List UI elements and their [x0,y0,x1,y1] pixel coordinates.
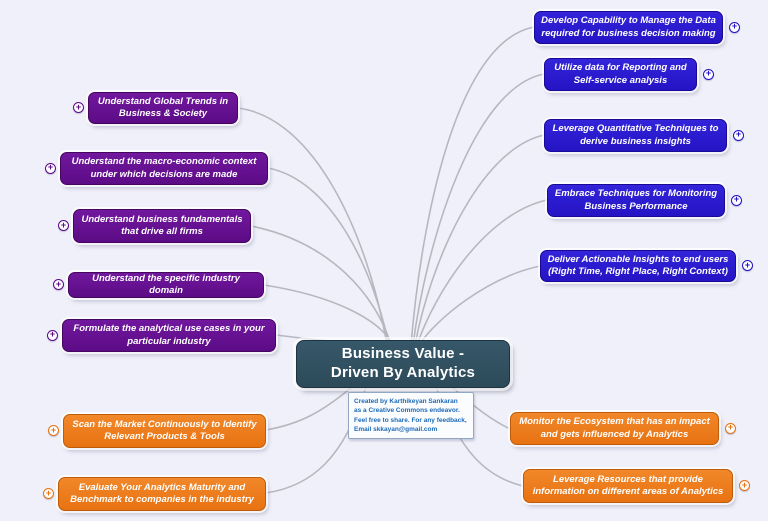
topic-label: Evaluate Your Analytics Maturity and Ben… [70,481,254,505]
topic-left-purple-1[interactable]: Understand Global Trends in Business & S… [88,92,238,124]
expand-branch-icon[interactable] [43,488,54,499]
expand-branch-icon[interactable] [47,329,58,341]
credits-line: Feel free to share. For any feedback, [354,416,467,424]
expand-branch-icon[interactable] [73,102,84,113]
expand-branch-icon[interactable] [725,422,736,434]
topic-label: Utilize data for Reporting and Self-serv… [554,62,687,86]
topic-right-blue-1[interactable]: Develop Capability to Manage the Data re… [534,11,723,44]
expand-branch-icon[interactable] [729,21,740,33]
topic-label: Monitor the Ecosystem that has an impact… [519,416,710,440]
expand-branch-icon[interactable] [731,194,742,206]
topic-left-orange-1[interactable]: Scan the Market Continuously to Identify… [63,414,266,448]
expand-branch-icon[interactable] [45,162,56,174]
topic-label: Understand the specific industry domain [92,272,240,296]
topic-left-purple-4[interactable]: Understand the specific industry domain [68,272,264,298]
topic-right-orange-2[interactable]: Leverage Resources that provide informat… [523,469,733,503]
credits-note[interactable]: Created by Karthikeyan Sankaran as a Cre… [348,392,474,439]
topic-left-purple-3[interactable]: Understand business fundamentals that dr… [73,209,251,243]
central-topic-line1: Business Value - [341,345,465,363]
topic-right-blue-2[interactable]: Utilize data for Reporting and Self-serv… [544,58,697,91]
topic-label: Understand Global Trends in Business & S… [97,95,229,119]
topic-left-orange-2[interactable]: Evaluate Your Analytics Maturity and Ben… [58,477,266,511]
topic-label: Leverage Resources that provide informat… [532,473,724,497]
topic-label: Formulate the analytical use cases in yo… [73,323,265,347]
central-topic-line2: Driven By Analytics [330,364,476,381]
expand-branch-icon[interactable] [703,68,714,80]
topic-right-blue-5[interactable]: Deliver Actionable Insights to end users… [540,250,736,282]
topic-label: Leverage Quantitative Techniques to deri… [552,123,719,147]
expand-branch-icon[interactable] [733,129,744,141]
topic-label: Develop Capability to Manage the Data re… [541,15,716,39]
topic-label: Embrace Techniques for Monitoring Busine… [554,188,718,212]
topic-left-purple-2[interactable]: Understand the macro-economic context un… [60,152,268,185]
expand-branch-icon[interactable] [58,220,69,231]
topic-label: Deliver Actionable Insights to end users… [547,253,729,277]
topic-label: Understand business fundamentals that dr… [81,213,243,237]
credits-email: Email skkayan@gmail.com [354,426,438,434]
expand-branch-icon[interactable] [48,425,59,436]
central-topic[interactable]: Business Value - Driven By Analytics [296,340,510,388]
expand-branch-icon[interactable] [742,260,753,271]
topic-left-purple-5[interactable]: Formulate the analytical use cases in yo… [62,319,276,352]
credits-line: as a Creative Commons endeavor. [354,407,460,415]
topic-right-blue-4[interactable]: Embrace Techniques for Monitoring Busine… [547,184,725,217]
topic-right-orange-1[interactable]: Monitor the Ecosystem that has an impact… [510,412,719,445]
credits-line: Created by Karthikeyan Sankaran [354,398,458,405]
topic-label: Scan the Market Continuously to Identify… [72,418,257,442]
topic-right-blue-3[interactable]: Leverage Quantitative Techniques to deri… [544,119,727,152]
expand-branch-icon[interactable] [53,279,64,290]
topic-label: Understand the macro-economic context un… [71,156,257,180]
expand-branch-icon[interactable] [739,480,750,491]
